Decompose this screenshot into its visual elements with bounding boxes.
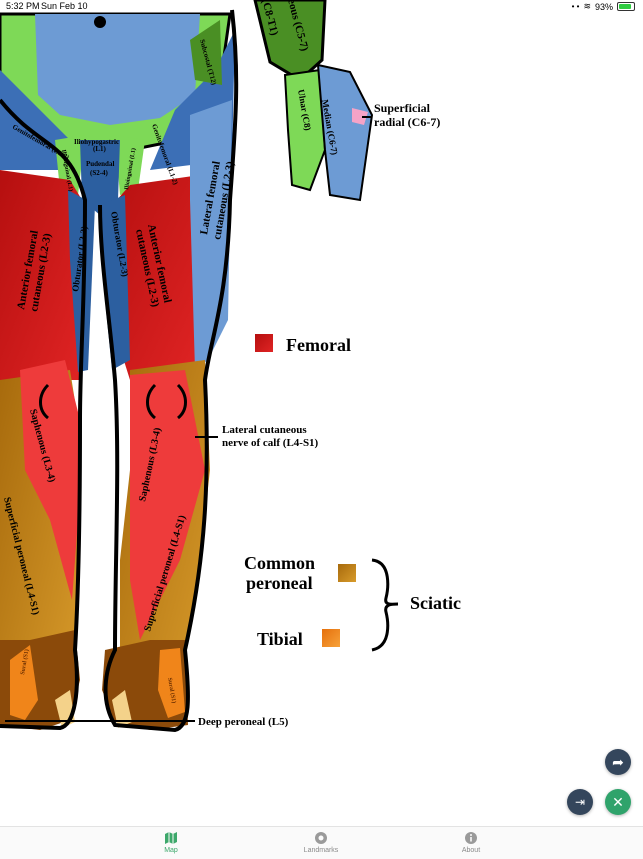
forearm-green [253, 0, 327, 82]
tab-landmarks[interactable]: Landmarks [281, 831, 361, 854]
label-sural-right: Sural (S1) [166, 677, 177, 704]
subcostal-green [190, 20, 222, 85]
legend-tibial-swatch [322, 629, 340, 647]
outline-left-leg [0, 98, 88, 731]
ilioinguinal-right [115, 135, 145, 195]
label-superficial-radial-1: Superficial [374, 101, 431, 115]
navel [94, 16, 106, 28]
status-bar: 5:32 PM Sun Feb 10 • • ≋ 93% [0, 0, 643, 14]
legend-common-peroneal-swatch [338, 564, 356, 582]
tab-map-label: Map [164, 847, 178, 854]
hand-median [316, 63, 374, 202]
battery-percent: 93% [594, 1, 613, 12]
label-deep-peroneal: Deep peroneal (L5) [198, 716, 289, 728]
legend-brace [371, 558, 399, 652]
battery-icon [617, 2, 635, 11]
tab-about-label: About [461, 847, 481, 854]
label-pudendal-2: (S2-4) [90, 169, 109, 177]
left-leg-saphenous [20, 360, 80, 600]
label-iliohypogastric-2: (L1) [93, 145, 107, 153]
legend-sciatic-label: Sciatic [410, 593, 461, 613]
landmarks-icon [315, 832, 327, 844]
close-icon: ✕ [612, 793, 624, 810]
cellular-icon: • • [571, 2, 580, 11]
left-foot-sural [10, 645, 38, 720]
abdomen-blue-region [35, 14, 200, 125]
legend-tibial-label: Tibial [257, 629, 303, 649]
exit-button[interactable]: ⇥ [567, 789, 593, 815]
knee-mark-right [146, 383, 157, 420]
close-button[interactable]: ✕ [605, 789, 631, 815]
legend-femoral-label: Femoral [286, 335, 351, 355]
hand-superficial-radial [352, 108, 368, 125]
pudendal-region [80, 140, 120, 215]
right-leg-saphenous [130, 370, 205, 640]
status-time: 5:32 PM [6, 1, 40, 11]
left-thigh-obturator [68, 190, 95, 372]
tab-bar: Map Landmarks About [0, 826, 643, 859]
right-foot-toe [112, 690, 132, 728]
info-icon [465, 832, 477, 844]
knee-mark-right2 [176, 383, 187, 420]
wifi-icon: ≋ [583, 1, 591, 11]
status-date: Sun Feb 10 [41, 1, 88, 11]
dermatome-map[interactable]: eous (C5-7) (C8-T1) Ulnar (C8) Median (C… [0, 0, 643, 826]
knee-mark-left [39, 383, 50, 420]
share-icon: ➦ [612, 753, 624, 770]
tab-about[interactable]: About [431, 831, 511, 854]
map-icon [165, 832, 177, 844]
tab-map[interactable]: Map [131, 831, 211, 854]
left-thigh-femoral [0, 170, 82, 380]
label-pudendal-1: Pudendal [86, 160, 114, 168]
tab-landmarks-label: Landmarks [303, 847, 339, 854]
label-lateral-cutaneous-1: Lateral cutaneous [222, 424, 307, 436]
right-foot-sural [158, 648, 185, 718]
legend-femoral-swatch [255, 334, 273, 352]
legend-common-peroneal-1: Common [244, 553, 315, 573]
label-sural-left: Sural (S1) [19, 649, 30, 676]
outline-right-leg [98, 9, 239, 733]
label-iliohypogastric-1: Iliohypogastric [74, 138, 119, 146]
label-superficial-radial-2: radial (C6-7) [374, 115, 440, 129]
share-button[interactable]: ➦ [605, 749, 631, 775]
exit-icon: ⇥ [574, 795, 586, 809]
legend-common-peroneal-2: peroneal [246, 573, 313, 593]
label-lateral-cutaneous-2: nerve of calf (L4-S1) [222, 437, 319, 449]
right-thigh-obturator [100, 195, 130, 370]
